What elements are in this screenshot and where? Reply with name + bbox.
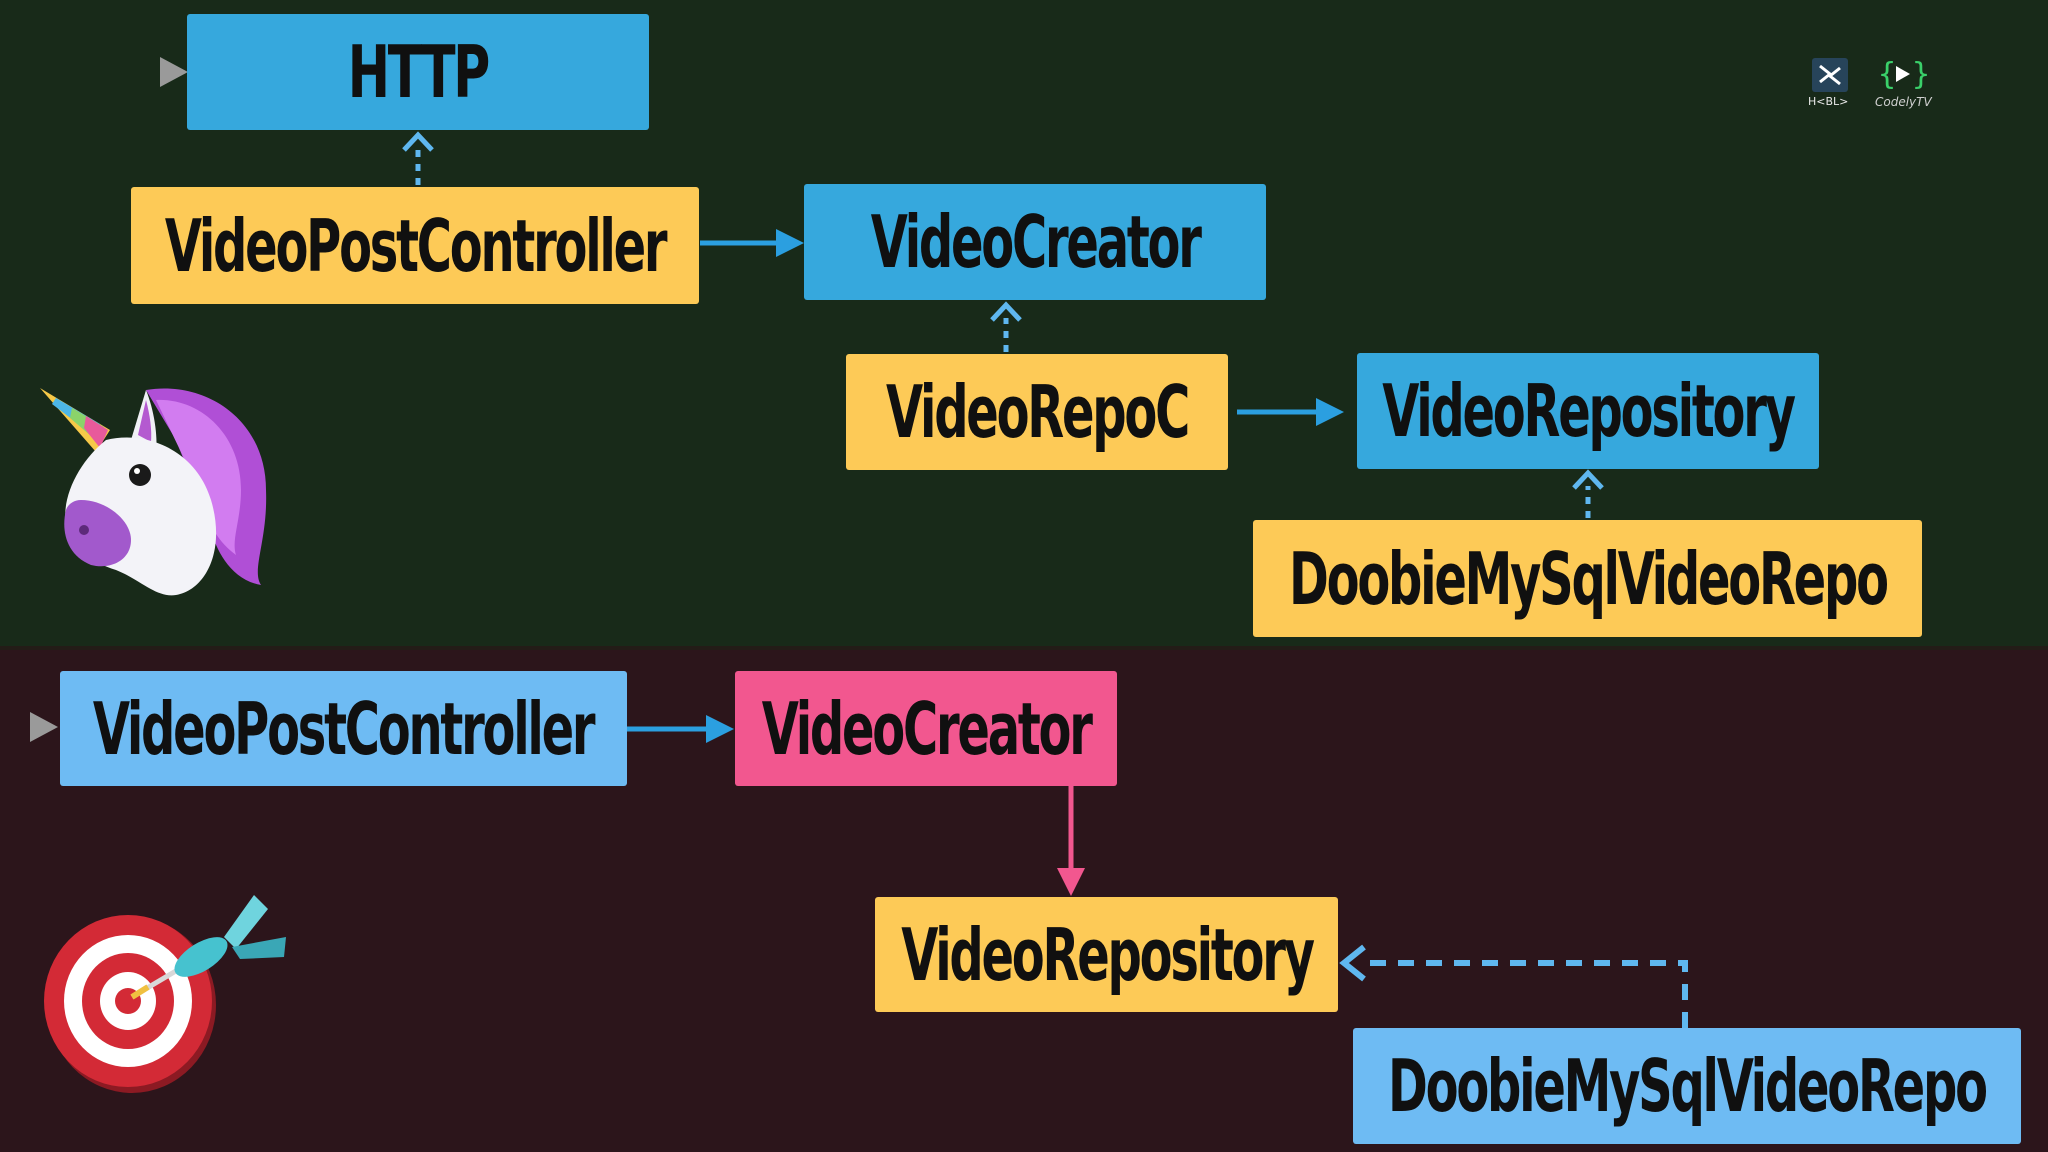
video-repo-c-label: VideoRepoC xyxy=(885,370,1190,454)
panel-divider xyxy=(0,646,2048,650)
controller-to-http-dotted-arrow xyxy=(402,131,434,185)
codely-logo-text: CodelyTV xyxy=(1875,95,1932,109)
video-post-controller-label: VideoPostController xyxy=(164,203,668,288)
video-repository-label: VideoRepository xyxy=(1382,369,1796,453)
video-post-controller-box: VideoPostController xyxy=(131,187,699,304)
doobie-mysql-video-repo-box: DoobieMySqlVideoRepo xyxy=(1253,520,1922,637)
entry-arrow-top xyxy=(45,57,188,87)
http-label: HTTP xyxy=(347,30,491,114)
repoc-to-repository-arrow xyxy=(1237,398,1344,426)
unicorn-icon xyxy=(40,388,267,596)
video-creator-box: VideoCreator xyxy=(804,184,1266,300)
codely-logo-icon: { } xyxy=(1878,57,1930,92)
bottom-video-repository-label: VideoRepository xyxy=(900,912,1315,997)
svg-text:}: } xyxy=(1912,57,1930,92)
target-dart-icon xyxy=(44,895,286,1093)
bottom-doobie-mysql-video-repo-box: DoobieMySqlVideoRepo xyxy=(1353,1028,2021,1144)
video-creator-label: VideoCreator xyxy=(870,200,1202,284)
svg-text:{: { xyxy=(1878,57,1896,92)
habla-logo-text: H<BL> xyxy=(1808,95,1849,108)
habla-logo-icon xyxy=(1812,58,1848,92)
bottom-creator-to-repository-arrow xyxy=(1057,785,1085,896)
http-box: HTTP xyxy=(187,14,649,130)
bottom-doobie-mysql-video-repo-label: DoobieMySqlVideoRepo xyxy=(1388,1044,1988,1128)
doobie-mysql-video-repo-label: DoobieMySqlVideoRepo xyxy=(1288,536,1889,621)
bottom-controller-to-creator-arrow xyxy=(627,715,734,743)
bottom-video-post-controller-label: VideoPostController xyxy=(93,686,596,771)
bottom-doobie-to-repository-dotted-arrow xyxy=(1339,944,1688,1028)
controller-to-creator-arrow xyxy=(700,229,804,257)
repoc-to-creator-dotted-arrow xyxy=(990,301,1022,352)
bottom-video-repository-box: VideoRepository xyxy=(875,897,1338,1012)
video-repo-c-box: VideoRepoC xyxy=(846,354,1228,470)
entry-arrow-bottom xyxy=(0,712,58,742)
bottom-video-post-controller-box: VideoPostController xyxy=(60,671,627,786)
bottom-video-creator-label: VideoCreator xyxy=(761,686,1093,771)
video-repository-box: VideoRepository xyxy=(1357,353,1819,469)
bottom-video-creator-box: VideoCreator xyxy=(735,671,1117,786)
doobie-to-repository-dotted-arrow xyxy=(1572,469,1604,518)
